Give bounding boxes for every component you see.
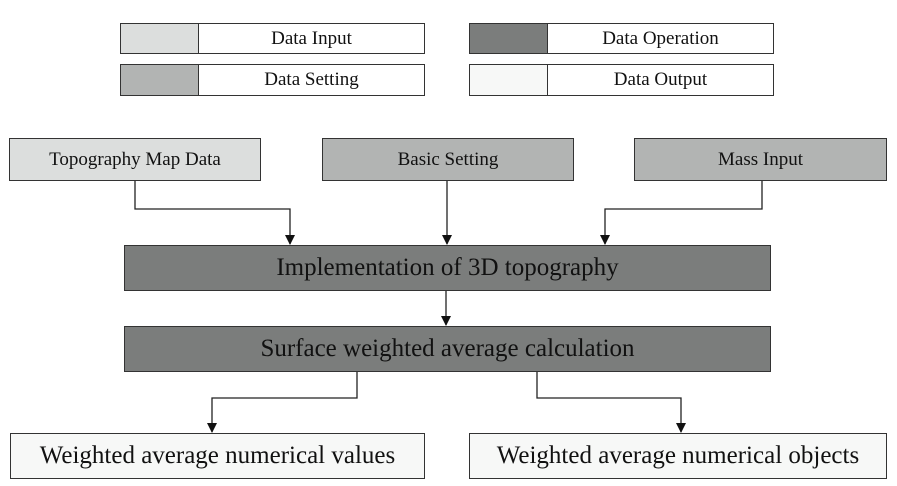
edge-mass-input-to-implementation xyxy=(600,181,763,245)
edge-surface-to-values xyxy=(207,372,358,433)
legend-swatch-setting xyxy=(121,65,199,95)
legend-data-input: Data Input xyxy=(120,23,425,54)
node-mass-input: Mass Input xyxy=(634,138,887,181)
legend-swatch-operation xyxy=(470,24,548,53)
node-topography-map-data: Topography Map Data xyxy=(9,138,261,181)
legend-label: Data Setting xyxy=(264,69,359,90)
legend-data-output: Data Output xyxy=(469,64,774,96)
legend-swatch-input xyxy=(121,24,199,53)
legend-data-setting: Data Setting xyxy=(120,64,425,96)
legend-label: Data Input xyxy=(271,27,352,49)
node-weighted-average-numerical-values: Weighted average numerical values xyxy=(10,433,425,479)
edge-surface-to-objects xyxy=(536,372,686,433)
node-surface-weighted-average-calculation: Surface weighted average calculation xyxy=(124,326,771,372)
node-weighted-average-numerical-objects: Weighted average numerical objects xyxy=(469,433,887,479)
edge-topography-to-implementation xyxy=(134,181,295,245)
legend-data-operation: Data Operation xyxy=(469,23,774,54)
node-basic-setting: Basic Setting xyxy=(322,138,574,181)
legend-label: Data Operation xyxy=(602,27,719,49)
legend-label: Data Output xyxy=(613,69,708,90)
legend-swatch-output xyxy=(470,65,548,95)
node-implementation-3d-topography: Implementation of 3D topography xyxy=(124,245,771,291)
